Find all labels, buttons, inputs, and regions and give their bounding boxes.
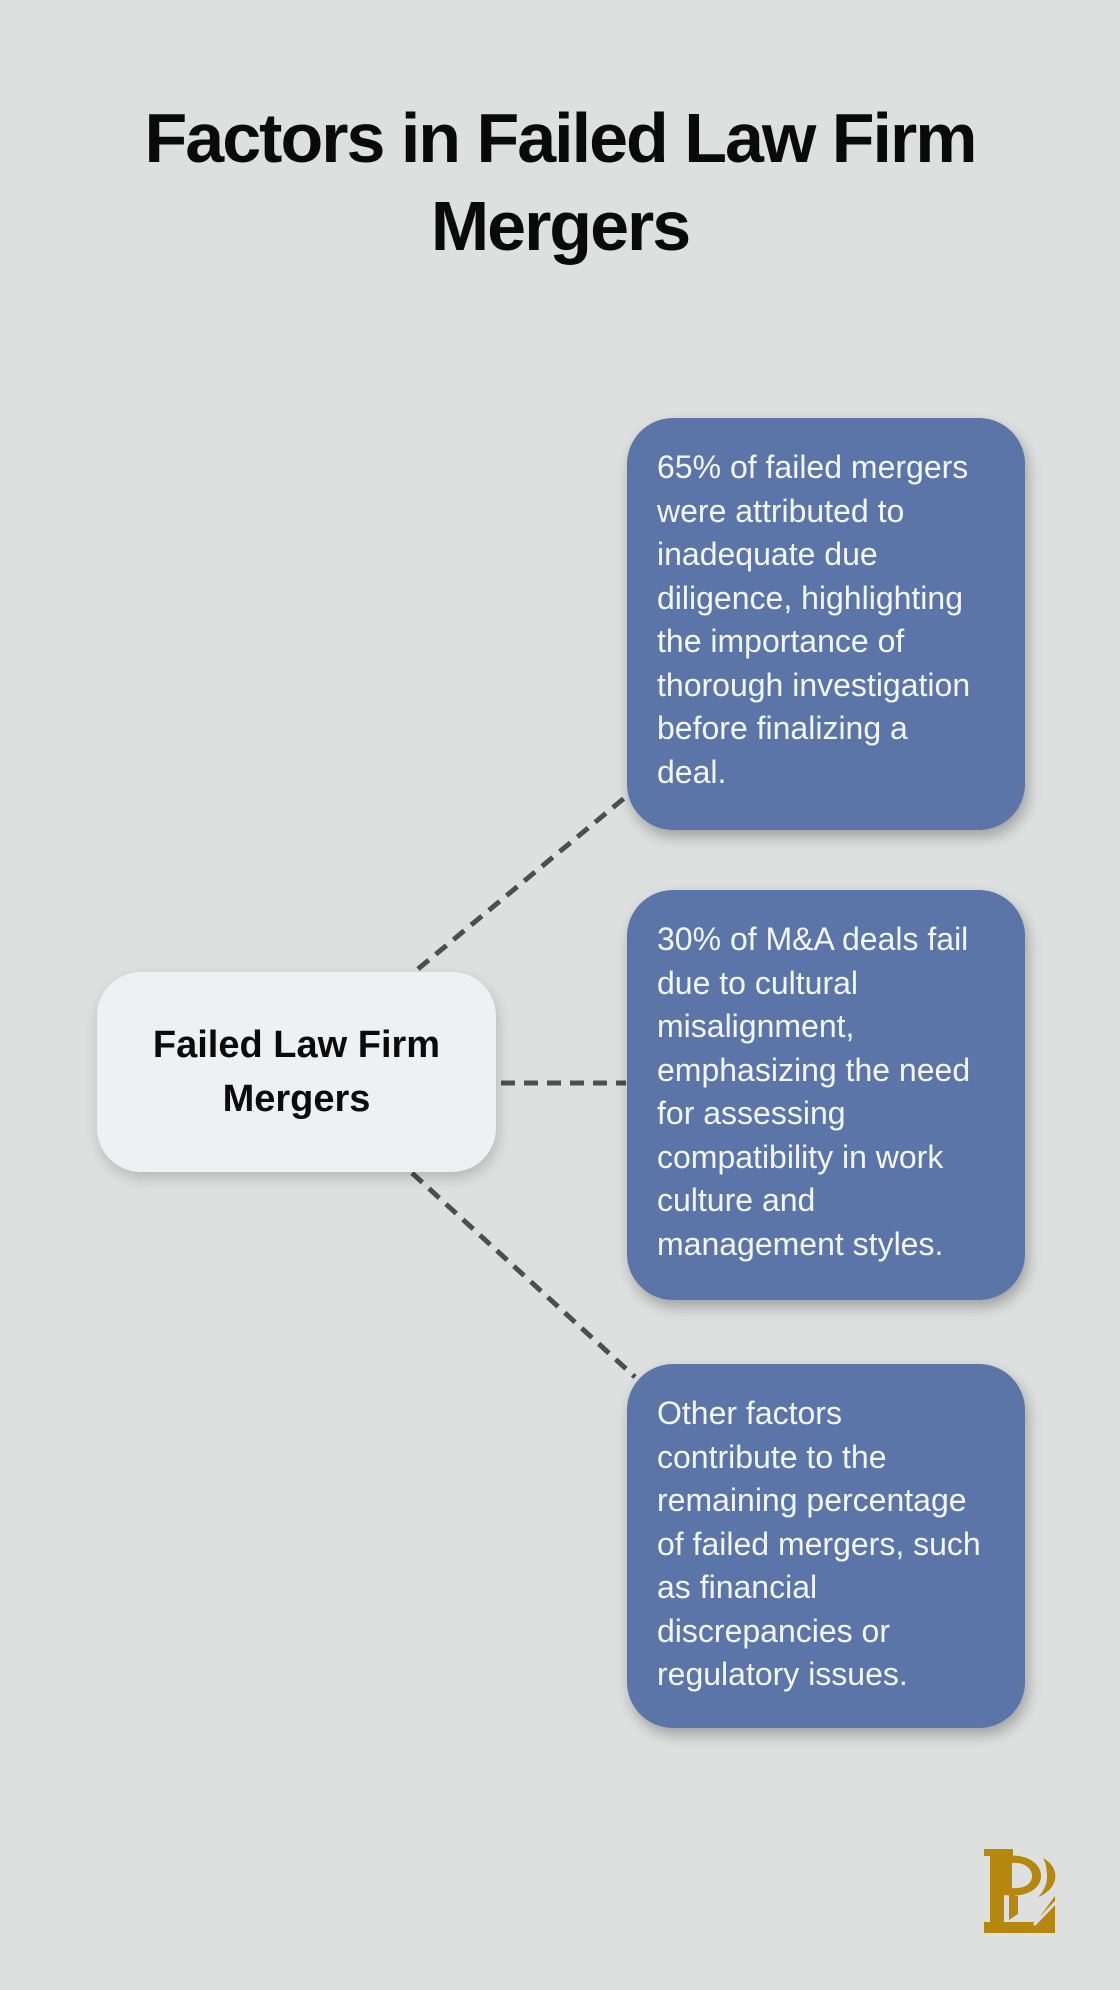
- factor-text: Other factors contribute to the remainin…: [657, 1395, 981, 1692]
- page-title: Factors in Failed Law Firm Mergers: [144, 99, 978, 265]
- lp-monogram-logo: [984, 1849, 1058, 1933]
- factor-card-other-factors: Other factors contribute to the remainin…: [627, 1364, 1025, 1728]
- factor-card-due-diligence: 65% of failed mergers were attributed to…: [627, 418, 1025, 830]
- center-node: Failed Law Firm Mergers: [97, 972, 496, 1172]
- factor-card-cultural-misalignment: 30% of M&A deals fail due to cultural mi…: [627, 890, 1025, 1300]
- connector-line-bottom: [410, 1171, 637, 1379]
- factor-text: 65% of failed mergers were attributed to…: [657, 449, 971, 790]
- factor-text: 30% of M&A deals fail due to cultural mi…: [657, 921, 971, 1262]
- center-node-label: Failed Law Firm Mergers: [152, 1024, 441, 1120]
- connector-line-top: [416, 788, 636, 971]
